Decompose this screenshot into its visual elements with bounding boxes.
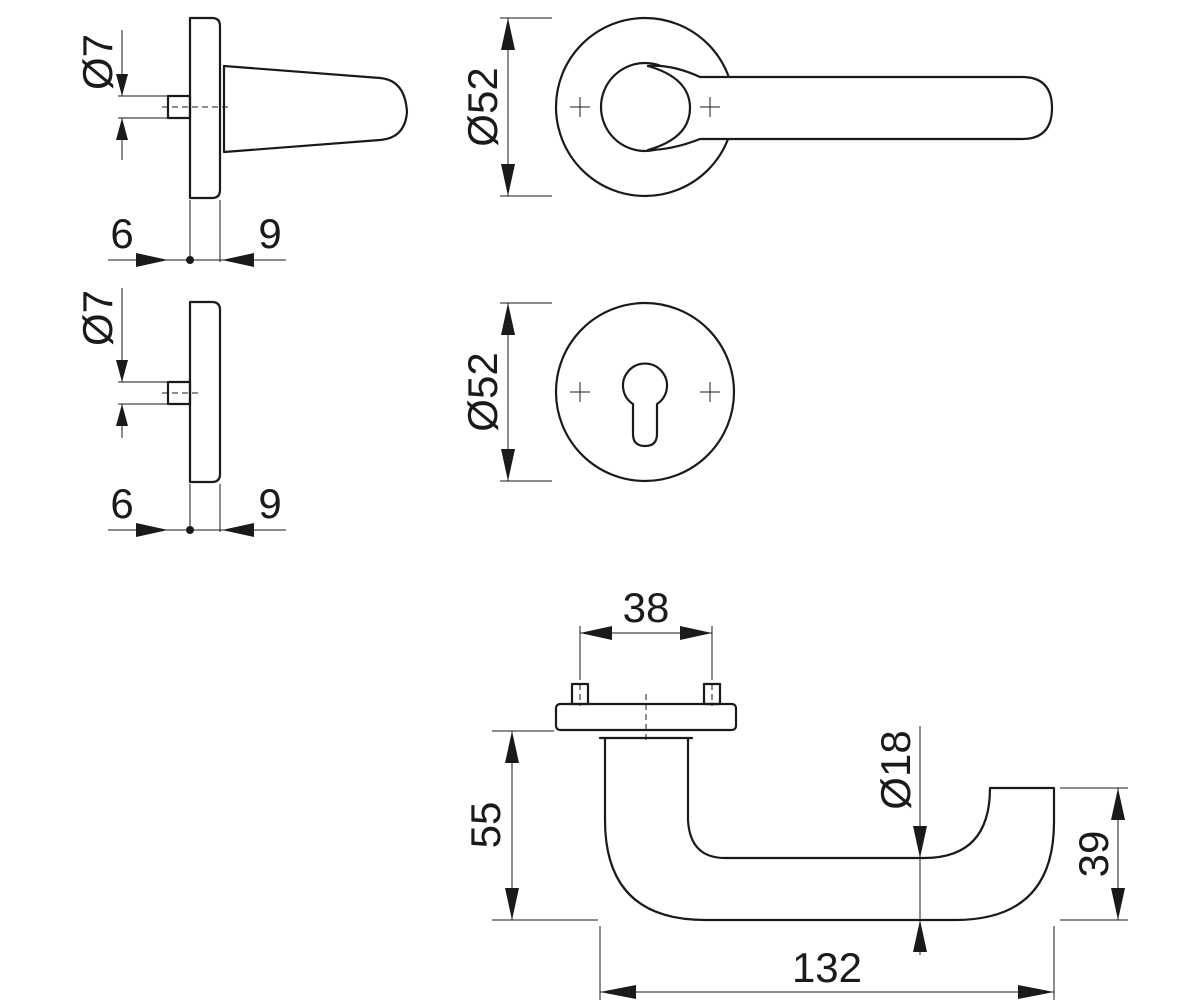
dim-lever-rose-diameter: Ø52 — [459, 67, 506, 146]
side-view-key-rose — [108, 288, 286, 537]
front-view-lever-rose — [500, 16, 1054, 198]
dim-fixing-spacing: 38 — [623, 584, 670, 631]
side-view-lever — [492, 626, 1128, 1000]
dim-lever-bar-diameter: Ø18 — [872, 730, 919, 809]
dim-bottom-offset-right: 9 — [258, 480, 281, 527]
dim-bottom-diameter: Ø7 — [74, 290, 121, 346]
dim-top-diameter: Ø7 — [74, 34, 121, 90]
dim-lever-end-height: 39 — [1070, 831, 1117, 878]
dim-lever-height: 55 — [462, 802, 509, 849]
dim-top-offset-right: 9 — [258, 210, 281, 257]
dim-lever-length: 132 — [792, 944, 862, 991]
front-view-key-rose — [500, 301, 736, 483]
side-view-lever-rose — [108, 16, 409, 267]
dim-top-offset-left: 6 — [110, 210, 133, 257]
dim-key-rose-diameter: Ø52 — [459, 352, 506, 431]
dim-bottom-offset-left: 6 — [110, 480, 133, 527]
